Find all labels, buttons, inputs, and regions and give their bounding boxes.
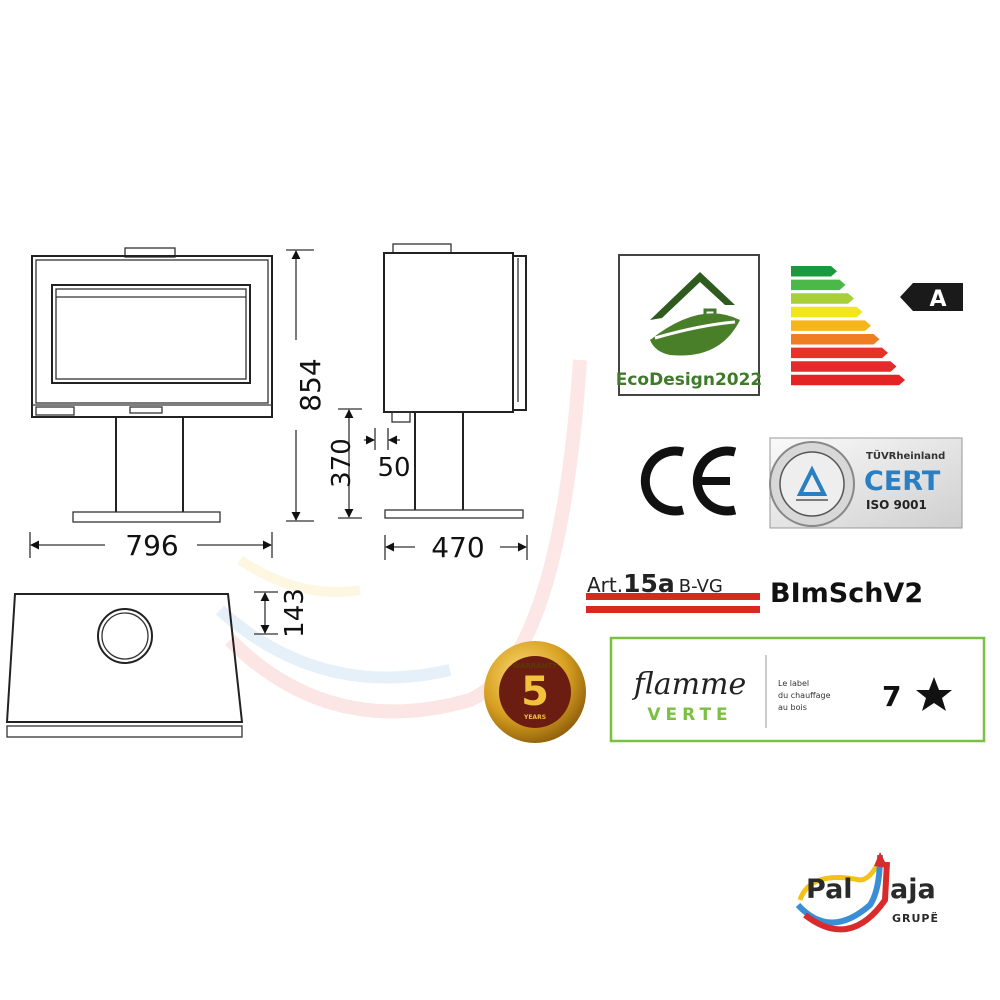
warranty-unit: YEARS bbox=[523, 714, 546, 721]
energy-class-label: A bbox=[929, 287, 946, 312]
flamme-tagline-1: Le label bbox=[778, 679, 809, 688]
energy-bar bbox=[791, 361, 897, 372]
energy-class-arrow: A bbox=[900, 283, 963, 312]
dimension-143: 143 bbox=[280, 588, 310, 638]
logo-subtitle: GRUPË bbox=[892, 911, 939, 925]
flamme-tagline-2: du chauffage bbox=[778, 691, 831, 700]
flamme-rating: 7 bbox=[882, 680, 901, 713]
paljaja-grupe-logo: Pal aja GRUPË bbox=[795, 852, 939, 933]
dimension-leg-width: 50 bbox=[364, 428, 411, 483]
energy-bar bbox=[791, 374, 905, 386]
tuv-cert-label: CERT bbox=[864, 466, 941, 497]
dimension-width: 796 bbox=[29, 529, 273, 562]
energy-bar bbox=[791, 334, 880, 345]
energy-bar bbox=[791, 266, 837, 277]
verte-label: VERTE bbox=[647, 705, 732, 725]
logo-name-right: aja bbox=[890, 874, 936, 905]
warranty-top-label: WARRANTY bbox=[513, 662, 559, 670]
dimension-370: 370 bbox=[327, 438, 357, 488]
flamme-label: flamme bbox=[632, 667, 747, 702]
flamme-tagline-3: au bois bbox=[778, 703, 807, 712]
front-view bbox=[31, 247, 273, 523]
side-view bbox=[383, 243, 527, 519]
energy-bar bbox=[791, 320, 871, 331]
top-view bbox=[5, 593, 244, 738]
warranty-years: 5 bbox=[521, 669, 549, 715]
tuv-cert-badge: TÜVRheinland CERT ISO 9001 bbox=[769, 437, 963, 529]
bimschv-label: BImSchV2 bbox=[770, 578, 923, 609]
flamme-verte-badge: flamme VERTE Le label du chauffage au bo… bbox=[609, 636, 986, 743]
logo-name-left: Pal bbox=[806, 874, 853, 905]
star-icon bbox=[916, 677, 952, 711]
dimension-50: 50 bbox=[377, 453, 410, 483]
dimension-796: 796 bbox=[125, 529, 178, 562]
dimension-flue-offset: 143 bbox=[254, 588, 310, 638]
energy-bar bbox=[791, 306, 863, 318]
energy-bar bbox=[791, 293, 854, 304]
tuv-brand: TÜVRheinland bbox=[866, 448, 945, 462]
tuv-iso-label: ISO 9001 bbox=[866, 498, 927, 512]
warranty-medal: WARRANTY 5 YEARS bbox=[484, 641, 586, 743]
energy-bar bbox=[791, 347, 888, 359]
ce-mark: CE bbox=[0, 0, 737, 516]
dimension-470: 470 bbox=[431, 531, 484, 564]
dimension-depth: 470 bbox=[384, 531, 528, 564]
ecodesign-label: EcoDesign2022 bbox=[616, 370, 763, 390]
watermark bbox=[215, 359, 587, 719]
ecodesign-badge: EcoDesign2022 bbox=[616, 254, 763, 396]
ce-label: CE bbox=[0, 0, 2, 1]
art15a-suffix: B-VG bbox=[679, 576, 723, 597]
energy-scale bbox=[791, 266, 905, 386]
dimension-854: 854 bbox=[294, 358, 327, 411]
dimension-height-total: 854 bbox=[286, 249, 327, 522]
dimension-leg-height: 370 bbox=[327, 408, 362, 519]
energy-bar bbox=[791, 279, 846, 291]
